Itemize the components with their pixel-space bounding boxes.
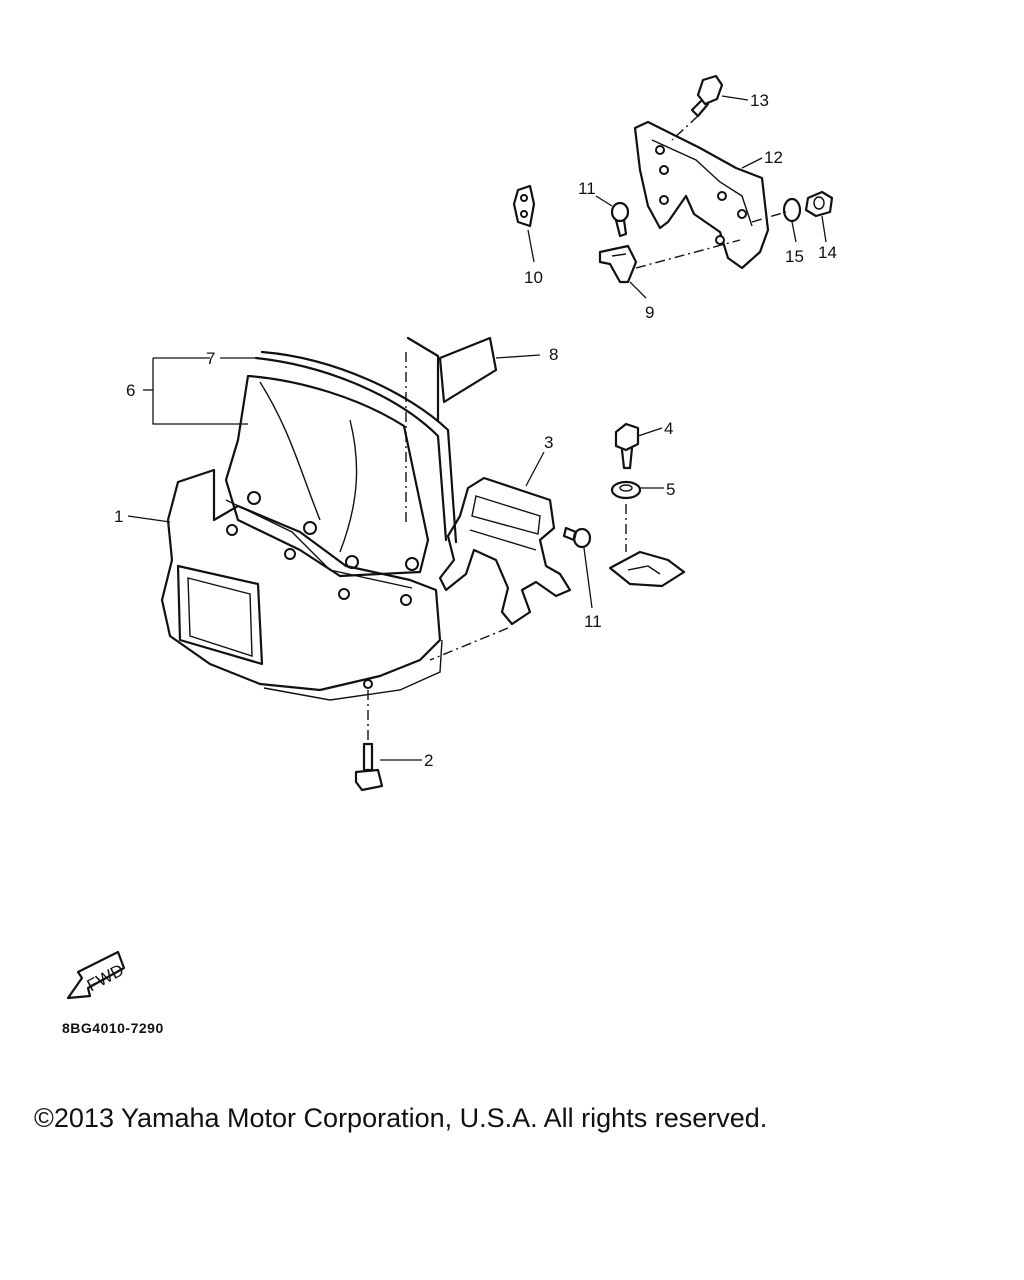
part-9-clip: [598, 244, 647, 299]
callout-6: 6: [126, 381, 135, 400]
part-11-screw-lower: [562, 526, 593, 609]
part-6-windshield: [224, 374, 430, 578]
part-7-windshield-trim: [220, 350, 458, 544]
callout-8: 8: [549, 345, 558, 364]
callout-5: 5: [666, 480, 675, 499]
callout-15: 15: [785, 247, 804, 266]
copyright-notice: ©2013 Yamaha Motor Corporation, U.S.A. A…: [34, 1103, 768, 1133]
callout-11-upper: 11: [578, 179, 596, 198]
part-8-emblem: [438, 336, 541, 404]
part-3-stay: [438, 451, 572, 626]
figure-code: 8BG4010-7290: [62, 1020, 164, 1036]
assembly-line-3: [429, 627, 509, 661]
windscreen-edge-detail: [406, 336, 440, 422]
callout-2: 2: [424, 751, 433, 770]
callout-14: 14: [818, 243, 837, 262]
callout-11-lower: 11: [584, 612, 602, 631]
part-6-windshield-assembly: [143, 357, 248, 425]
part-14-nut: [804, 190, 834, 243]
part-10-clip: [512, 184, 536, 263]
callout-12: 12: [764, 148, 783, 167]
callout-7: 7: [206, 349, 215, 368]
part-4-bolt: [614, 422, 663, 470]
part-13-bolt: [690, 74, 749, 118]
part-5-grommet: [610, 480, 664, 500]
callout-1: 1: [114, 507, 123, 526]
assembly-line-13: [671, 115, 699, 141]
fwd-direction-icon: FWD: [66, 950, 127, 1000]
assembly-line-9: [635, 239, 741, 269]
callout-13: 13: [750, 91, 769, 110]
part-1-fairing: [127, 468, 443, 701]
part-12-bracket: [633, 120, 770, 270]
part-11-screw-upper: [595, 195, 630, 238]
callout-9: 9: [645, 303, 654, 322]
assembly-line-14: [751, 211, 787, 223]
callout-4: 4: [664, 419, 673, 438]
mount-plate: [608, 550, 686, 588]
callout-10: 10: [524, 268, 543, 287]
callout-3: 3: [544, 433, 553, 452]
part-15-washer: [782, 197, 802, 243]
part-2-bolt: [354, 742, 422, 792]
